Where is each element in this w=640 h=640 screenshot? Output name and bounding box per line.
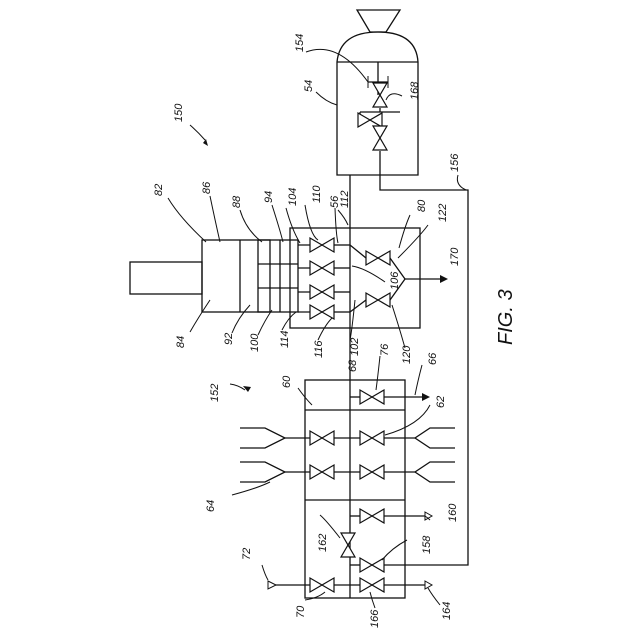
label-122: 122 — [437, 204, 449, 222]
label-86: 86 — [201, 181, 213, 194]
label-70: 70 — [295, 605, 307, 618]
figure-title: FIG. 3 — [495, 289, 517, 345]
valve-104 — [310, 261, 334, 275]
label-156: 156 — [449, 153, 461, 172]
label-160: 160 — [447, 503, 459, 522]
label-152: 152 — [209, 384, 221, 402]
valve-upper — [358, 113, 382, 127]
valve-162 — [341, 533, 355, 557]
label-114: 114 — [279, 330, 291, 348]
valve-70 — [310, 578, 334, 592]
valve-left-1 — [310, 431, 334, 445]
label-120: 120 — [401, 345, 413, 364]
label-100: 100 — [249, 333, 261, 352]
inlet-72 — [268, 581, 276, 589]
label-154: 154 — [294, 34, 306, 52]
inlet-64a — [240, 428, 285, 448]
valve-116 — [310, 305, 334, 319]
label-168: 168 — [409, 81, 421, 100]
valve-112 — [366, 251, 390, 265]
label-84: 84 — [175, 336, 187, 348]
label-54: 54 — [303, 80, 315, 92]
valve-right-2 — [360, 465, 384, 479]
outlet-right-1 — [415, 428, 455, 448]
valve-114 — [310, 285, 334, 299]
funnel-inlet — [357, 10, 400, 32]
label-106: 106 — [389, 271, 401, 290]
valve-left-2 — [310, 465, 334, 479]
valve-158 — [360, 558, 384, 572]
valve-168 — [373, 83, 387, 107]
label-66: 66 — [427, 352, 439, 365]
plate-88 — [258, 240, 298, 312]
label-102: 102 — [349, 338, 361, 356]
label-76: 76 — [379, 343, 391, 356]
leader-lines — [168, 49, 466, 608]
label-104: 104 — [287, 188, 299, 206]
inlet-64b — [240, 462, 285, 482]
inlet-164 — [425, 581, 432, 589]
valve-166 — [360, 578, 384, 592]
label-62: 62 — [435, 396, 447, 408]
outlet-right-2 — [415, 462, 455, 482]
valve-110 — [310, 238, 334, 252]
label-158: 158 — [421, 535, 433, 554]
valve-120 — [366, 293, 390, 307]
label-64: 64 — [205, 500, 217, 512]
cylinder-86 — [202, 240, 270, 312]
piston-assembly — [130, 240, 298, 312]
label-112: 112 — [339, 190, 351, 208]
rod-84 — [130, 262, 202, 294]
outlet-arrow-66 — [422, 393, 430, 401]
label-164: 164 — [441, 602, 453, 620]
valve-62 — [360, 431, 384, 445]
valve-76 — [360, 390, 384, 404]
reservoir-54 — [337, 10, 418, 175]
label-170: 170 — [449, 247, 461, 266]
label-110: 110 — [311, 185, 323, 203]
outlet-arrow-170 — [440, 275, 448, 283]
label-80: 80 — [416, 199, 428, 212]
reference-labels: 150 154 54 168 156 56 82 86 88 94 104 11… — [153, 34, 517, 628]
valve-lower — [373, 126, 387, 150]
label-116: 116 — [313, 340, 325, 358]
label-150: 150 — [173, 103, 185, 122]
label-72: 72 — [241, 548, 253, 560]
label-68: 68 — [347, 359, 359, 372]
label-88: 88 — [231, 195, 243, 208]
valve-160 — [360, 509, 384, 523]
label-166: 166 — [369, 609, 381, 628]
label-60: 60 — [281, 375, 293, 388]
label-92: 92 — [223, 333, 235, 345]
label-94: 94 — [263, 191, 275, 203]
label-82: 82 — [153, 184, 165, 196]
label-162: 162 — [317, 534, 329, 552]
